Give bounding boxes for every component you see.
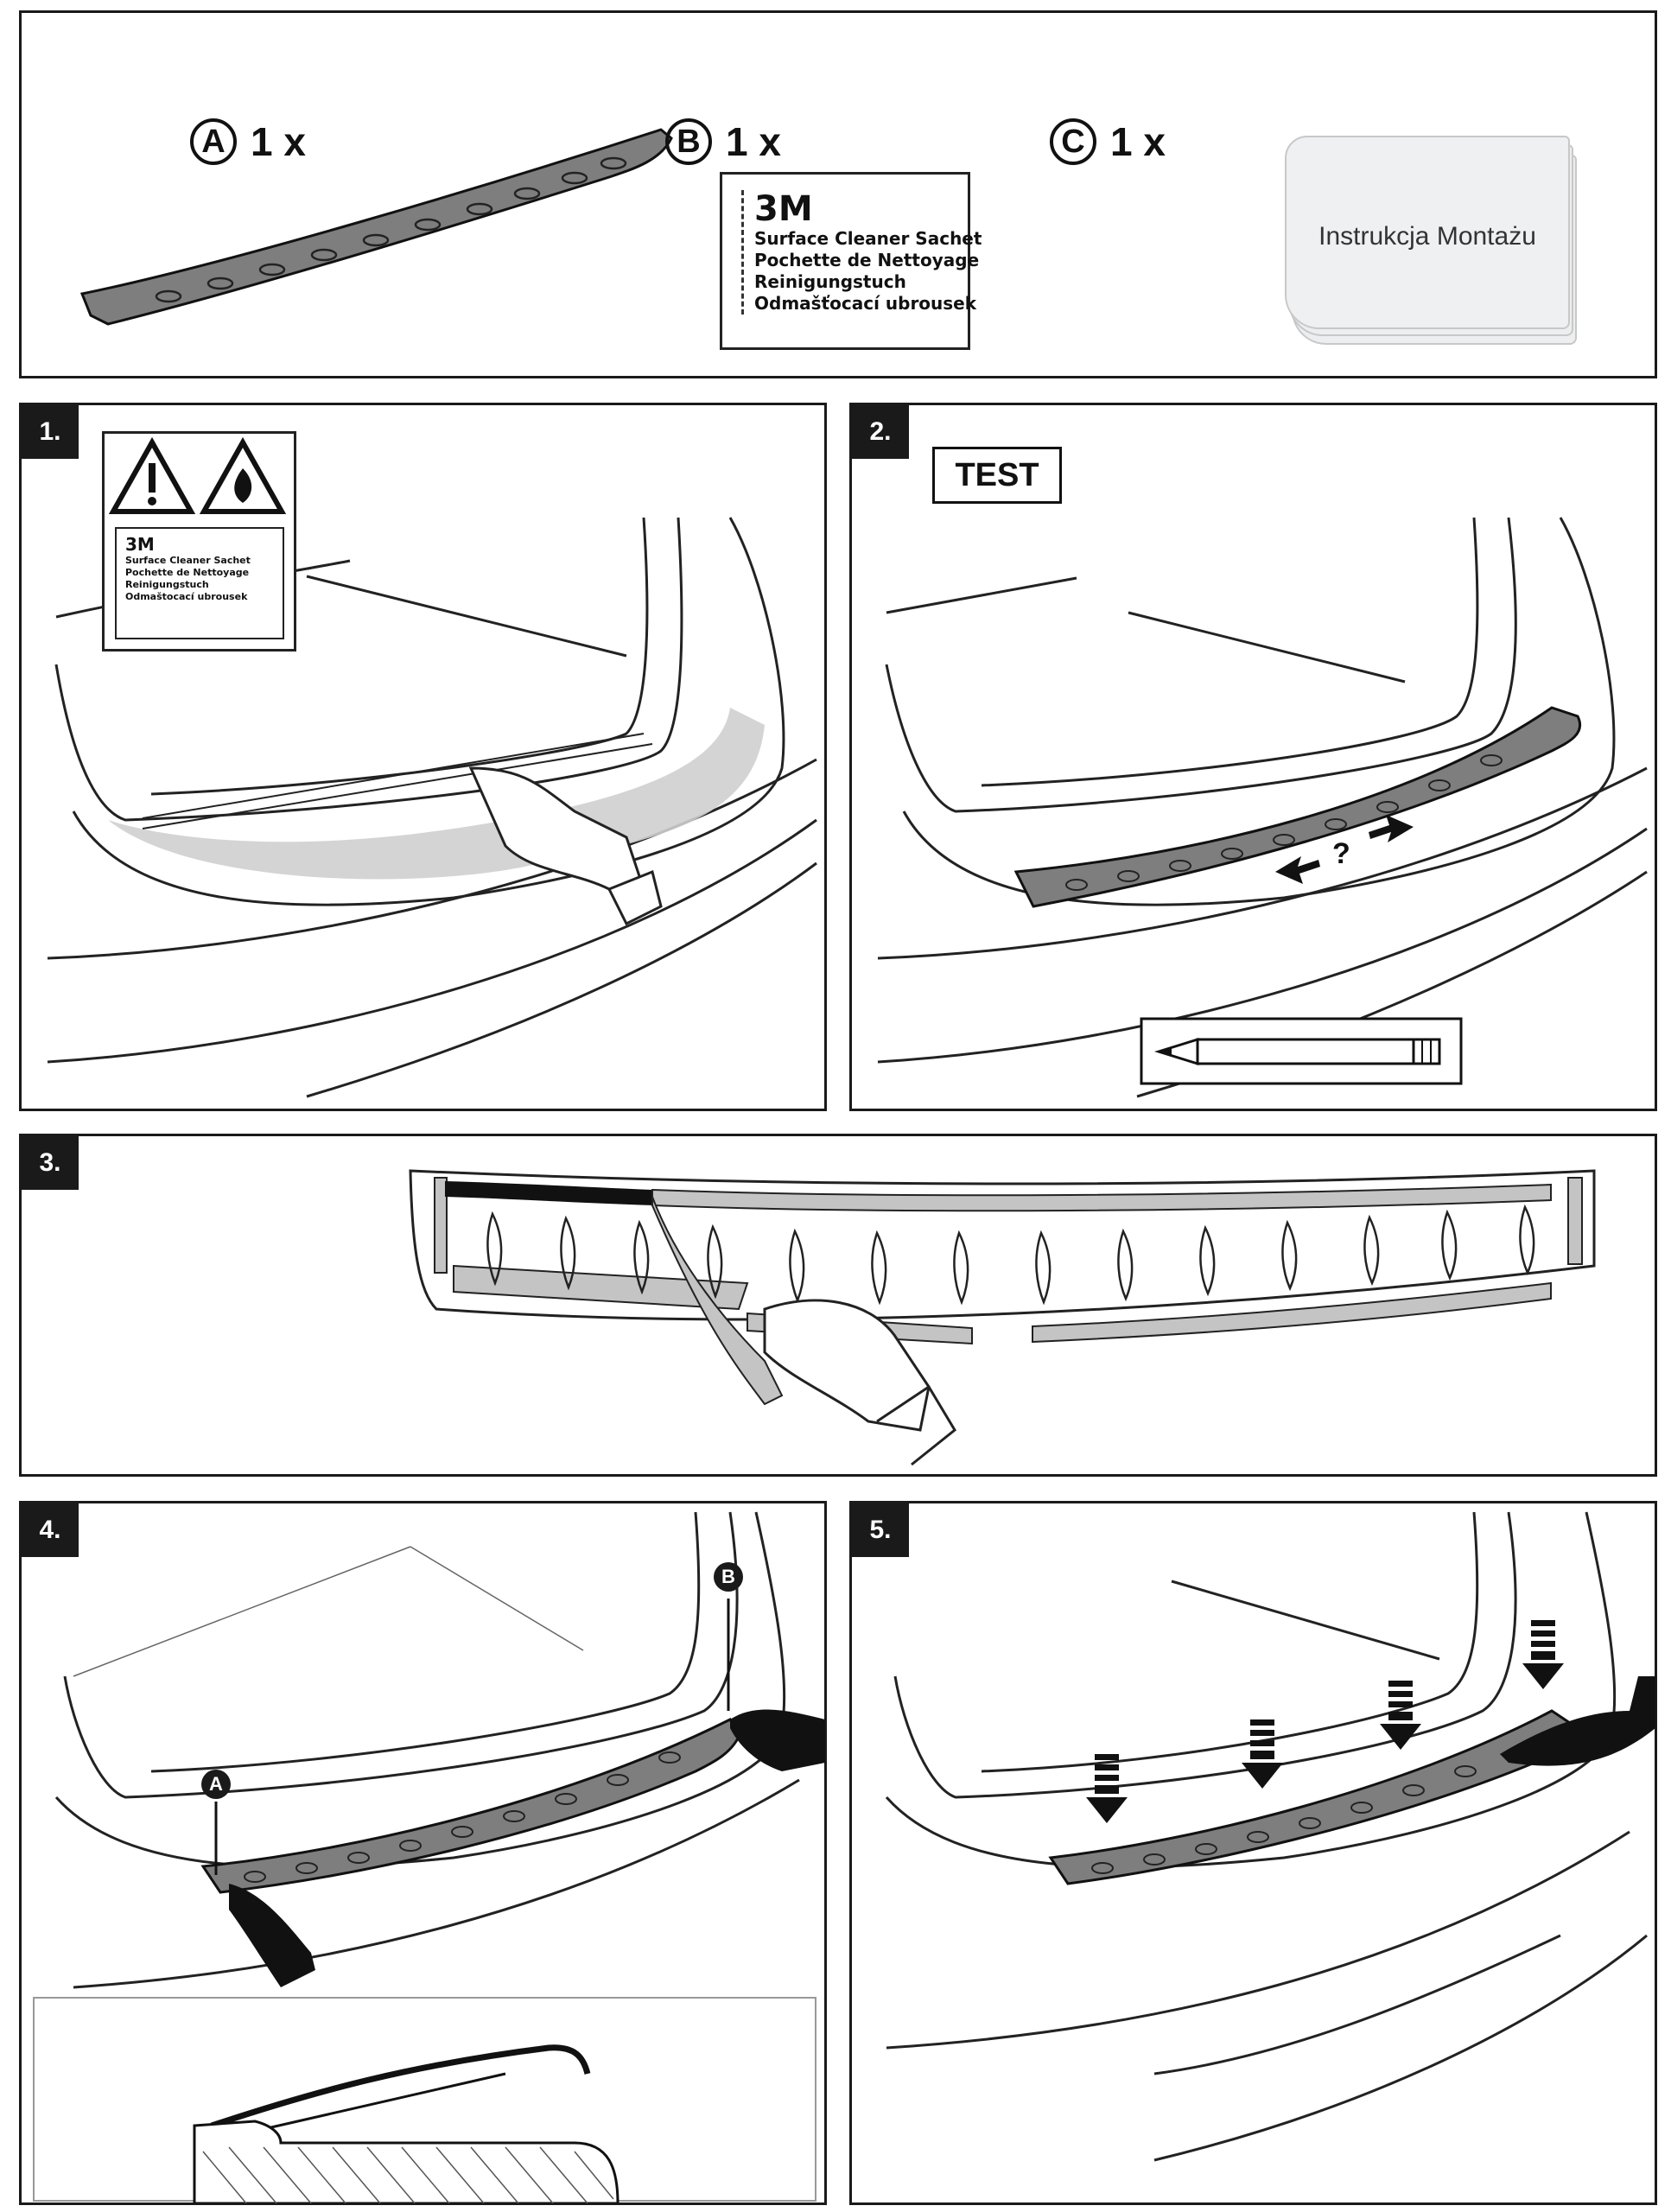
sachet-line: Reinigungstuch [125,579,209,590]
sachet-line: Pochette de Nettoyage [754,250,980,270]
press-arrows [1086,1620,1564,1823]
pencil-icon [1140,1017,1463,1085]
part-b-letter: B [665,118,712,165]
step-4-panel: 4. [19,1501,827,2205]
step-2-illustration: ? [877,517,1648,1098]
cleaner-sachet-mini: 3M Surface Cleaner Sachet Pochette de Ne… [115,527,284,639]
sachet-brand: 3M [754,189,813,229]
step-number: 3. [22,1136,79,1190]
warning-hazard-icon [108,436,287,514]
marker-a: A [201,1770,231,1799]
part-b-qty: 1 x [726,119,781,164]
manual-label: Instrukcja Montażu [1318,222,1536,251]
part-a-qty: 1 x [251,119,306,164]
step-1-panel: 1. 3M Surface Cleaner Sa [19,403,827,1111]
sachet-line: Surface Cleaner Sachet [125,555,251,566]
sachet-line: Pochette de Nettoyage [125,567,250,578]
step-2-panel: 2. TEST ? [849,403,1657,1111]
step-3-illustration [409,1169,1596,1466]
bumper-trim-part-a [79,128,673,326]
sachet-line: Odmaštocací ubrousek [125,591,248,602]
manual-booklet-part-c: Instrukcja Montażu [1285,136,1579,346]
step-4-illustration [33,1511,825,2203]
sachet-brand: 3M [125,534,155,555]
step-number: 2. [852,405,909,459]
sachet-line: Surface Cleaner Sachet [754,228,982,249]
step-number: 1. [22,405,79,459]
step-5-illustration [885,1511,1655,2162]
step-number: 4. [22,1503,79,1557]
part-c-letter: C [1050,118,1096,165]
part-a-quantity: A 1 x [190,118,306,165]
step-number: 5. [852,1503,909,1557]
test-label: TEST [932,447,1062,504]
part-a-letter: A [190,118,237,165]
part-b-quantity: B 1 x [665,118,781,165]
cleaner-sachet-part-b: 3M Surface Cleaner Sachet Pochette de Ne… [720,172,982,350]
step-3-panel: 3. [19,1134,1657,1477]
marker-b: B [714,1562,743,1592]
part-c-quantity: C 1 x [1050,118,1166,165]
sachet-line: Reinigungstuch [754,271,906,292]
sachet-line: Odmašťocací ubrousek [754,293,977,314]
safety-warning-box: 3M Surface Cleaner Sachet Pochette de Ne… [102,431,296,652]
position-question-mark: ? [1332,837,1350,870]
part-c-qty: 1 x [1110,119,1166,164]
step-1-illustration [47,517,817,1098]
blank-header [22,13,1024,86]
parts-panel: A 1 x B 1 x 3M Surface Cleaner Sachet Po… [19,10,1657,378]
step-5-panel: 5. [849,1501,1657,2205]
